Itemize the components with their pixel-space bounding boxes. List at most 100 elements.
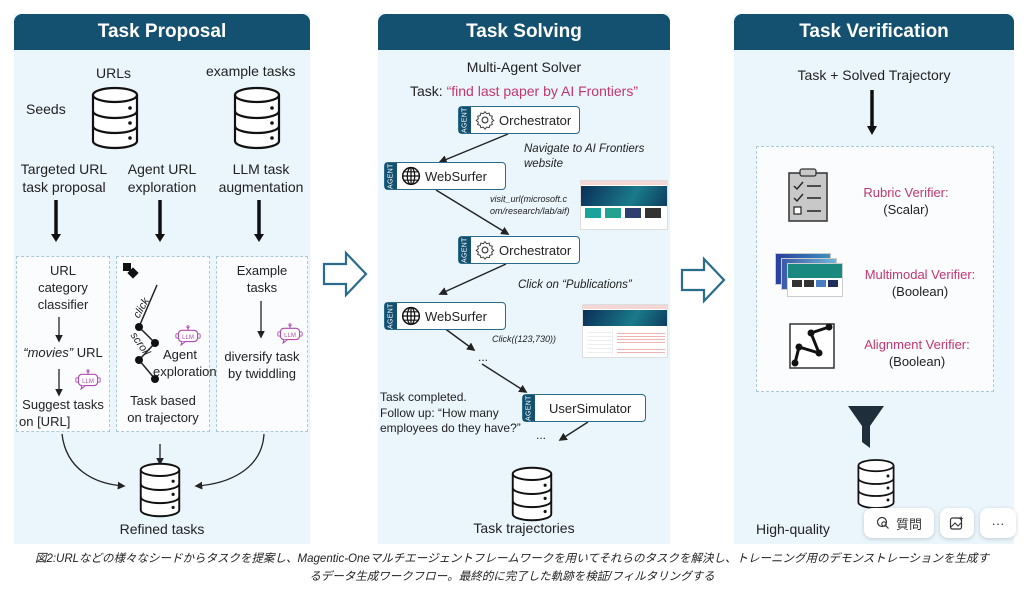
gear-icon [475, 240, 495, 260]
method-line: Agent URL [127, 161, 197, 177]
verifier-type: (Boolean) [888, 353, 946, 369]
refined-tasks-database-icon [138, 462, 182, 518]
input-label: Task + Solved Trajectory [797, 67, 951, 83]
image-sparkle-icon [949, 516, 964, 530]
agent-tag: AGENT [385, 163, 397, 189]
seeds-label: Seeds [26, 101, 66, 117]
task-trajectories-label: Task trajectories [473, 520, 575, 536]
globe-icon [401, 166, 421, 186]
url-classifier-box: URL category classifier “movies” URL Sug… [16, 256, 110, 432]
text-line: on [URL] [19, 413, 71, 429]
method-targeted-url: Targeted URL task proposal [14, 160, 114, 196]
text-line: employees do they have?” [380, 421, 521, 436]
agent-label: UserSimulator [549, 400, 632, 416]
publications-screenshot-thumbnail [582, 304, 668, 358]
chat-search-icon [876, 516, 889, 529]
text-line: Suggest tasks [22, 397, 104, 412]
ask-button[interactable]: 質問 [864, 508, 934, 538]
figure-caption: 図2:URLなどの様々なシードからタスクを提案し、Magentic-Oneマルチ… [0, 551, 1024, 587]
trajectories-database-icon [510, 466, 554, 522]
verifier-name: Rubric Verifier: [863, 185, 949, 200]
text-line: diversify task [224, 349, 300, 364]
text-line: on trajectory [127, 409, 199, 425]
flow-arrow-icon [322, 250, 368, 298]
more-icon: ··· [991, 515, 1005, 531]
navigate-message: Navigate to AI Frontiers website [524, 142, 644, 172]
agent-label: Orchestrator [499, 112, 572, 128]
task-based-label: Task based on trajectory [117, 393, 209, 427]
task-prefix: Task: [410, 83, 447, 99]
click-publications-message: Click on “Publications” [518, 279, 632, 291]
visit-url-message: visit_url(microsoft.c om/research/lab/ai… [490, 194, 570, 217]
high-quality-database-icon [856, 458, 896, 510]
method-line: Targeted URL [20, 161, 108, 177]
caption-line: 図2:URLなどの様々なシードからタスクを提案し、Magentic-Oneマルチ… [34, 553, 990, 565]
curve-arrow [194, 433, 265, 490]
down-arrow-icon [867, 90, 877, 135]
proposal-connectors [51, 200, 265, 490]
agent-label: Orchestrator [499, 242, 572, 258]
method-line: augmentation [218, 179, 304, 196]
text-line: by twiddling [228, 365, 296, 381]
example-tasks-step: Example tasks [217, 263, 307, 297]
text-line: exploration [153, 363, 217, 379]
agent-label: WebSurfer [425, 168, 487, 184]
ellipsis: ... [478, 350, 489, 364]
suggest-tasks-label: Suggest tasks on [URL] [17, 397, 109, 431]
ellipsis: ... [536, 428, 547, 442]
verifier-name: Multimodal Verifier: [864, 267, 976, 282]
more-options-button[interactable]: ··· [980, 508, 1016, 538]
verifier-type: (Scalar) [883, 201, 929, 217]
method-agent-url: Agent URL exploration [122, 160, 202, 196]
verifier-type: (Boolean) [891, 283, 949, 299]
text-line: Task completed. [380, 390, 467, 404]
task-proposal-title: Task Proposal [14, 14, 310, 50]
text-line: Task based [130, 393, 196, 408]
high-quality-label: High-quality [756, 521, 830, 537]
text-line: category [38, 279, 88, 295]
text-line: website [524, 157, 563, 170]
multimodal-verifier: Multimodal Verifier: (Boolean) [847, 267, 993, 301]
usersimulator-agent-node: AGENT UserSimulator [522, 394, 646, 422]
llm-icon [277, 323, 303, 344]
method-line: task proposal [22, 179, 106, 196]
multi-agent-solver-label: Multi-Agent Solver [466, 59, 582, 75]
movies-url-label: “movies” URL [17, 345, 109, 362]
refined-tasks-label: Refined tasks [119, 521, 205, 537]
example-tasks-label: example tasks [206, 63, 296, 79]
task-verification-title: Task Verification [734, 14, 1014, 50]
task-solving-title: Task Solving [378, 14, 670, 50]
agent-exploration-label: Agent exploration [153, 347, 217, 381]
method-line: exploration [127, 179, 197, 196]
exploration-trajectory [123, 263, 159, 383]
task-verification-panel: Task Verification Task + Solved Trajecto… [734, 14, 1014, 544]
url-text: URL [73, 345, 103, 360]
text-line: Navigate to AI Frontiers [524, 143, 645, 155]
urls-label: URLs [96, 65, 132, 81]
agent-exploration-box: click scroll Agent exploration Task base… [116, 256, 217, 432]
orchestrator-agent-node: AGENT Orchestrator [458, 236, 580, 264]
box1-arrows [55, 317, 63, 397]
alignment-verifier: Alignment Verifier: (Boolean) [847, 337, 987, 371]
websurfer-agent-node: AGENT WebSurfer [384, 302, 506, 330]
click-coords-message: Click((123,730)) [492, 334, 557, 344]
diversify-label: diversify task by twiddling [217, 349, 307, 383]
multimodal-screenshots-icon [775, 253, 843, 297]
globe-icon [401, 306, 421, 326]
flow-arrow-icon [680, 256, 726, 304]
verifier-name: Alignment Verifier: [864, 337, 970, 352]
task-solving-panel: Task Solving Multi-Agent Solver Task: “f… [378, 14, 670, 544]
image-generate-button[interactable] [940, 508, 974, 538]
alignment-path-icon [789, 323, 835, 369]
verifiers-box: Rubric Verifier: (Scalar) Multimodal Ver… [756, 146, 994, 392]
clipboard-checklist-icon [788, 168, 828, 222]
curve-arrow [61, 433, 126, 490]
llm-icon [75, 369, 101, 390]
movies-em: “movies” [23, 345, 74, 360]
solving-connectors [435, 133, 589, 441]
agent-tag: AGENT [459, 107, 471, 133]
llm-augmentation-box: Example tasks diversify task by twiddlin… [216, 256, 308, 432]
task-proposal-panel: Task Proposal URLs example tasks Seeds T… [14, 14, 310, 544]
funnel-icon [848, 406, 884, 448]
box3-arrow [257, 301, 265, 339]
